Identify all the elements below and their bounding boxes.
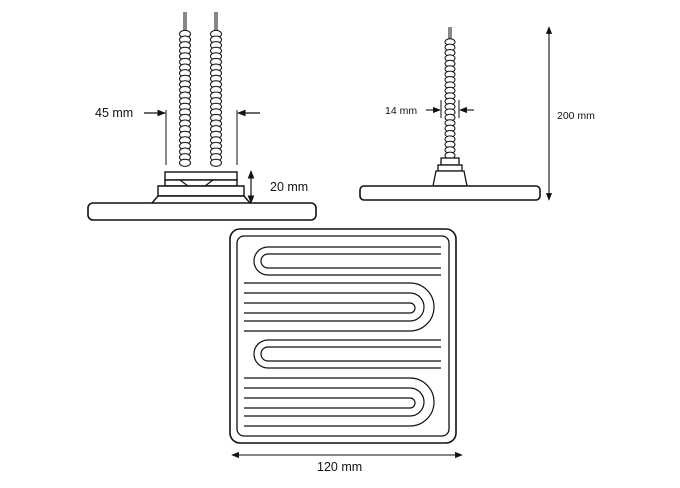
element-loop-mid	[244, 292, 425, 322]
front-right-lead-wire	[214, 12, 218, 30]
front-left-bead-insulator	[179, 29, 191, 167]
serpentine-heating-element	[244, 246, 441, 427]
lead-spacing-label: 45 mm	[95, 106, 133, 120]
base-height-label: 20 mm	[270, 180, 308, 194]
front-terminal-block	[151, 171, 251, 204]
side-heater-plate	[359, 185, 541, 201]
front-view: 45 mm 20 mm	[87, 12, 317, 221]
front-left-lead-wire	[183, 12, 187, 30]
element-loop-outer	[244, 282, 435, 332]
top-view: 120 mm	[229, 228, 463, 474]
plate-outline-inner	[236, 235, 450, 437]
total-length-dimension: 200 mm	[545, 26, 595, 201]
element-loop-outer	[253, 246, 441, 276]
plate-outline-outer	[229, 228, 457, 444]
total-length-label: 200 mm	[557, 110, 595, 122]
insulator-bead	[179, 158, 191, 167]
base-height-dimension: 20 mm	[247, 170, 308, 204]
lead-spacing-dimension: 45 mm	[95, 106, 260, 165]
side-view: 14 mm 200 mm	[359, 26, 595, 201]
element-loop-outer	[244, 377, 435, 427]
side-lead-wire	[448, 27, 452, 40]
side-bead-insulator	[444, 38, 456, 160]
element-loop-inner	[260, 346, 441, 362]
front-right-bead-insulator	[210, 29, 222, 167]
plate-width-dimension: 120 mm	[231, 451, 463, 474]
front-heater-plate	[87, 202, 317, 221]
element-loop-inner	[244, 302, 416, 314]
lead-diameter-label: 14 mm	[385, 105, 417, 117]
element-loop-inner	[260, 253, 441, 269]
insulator-bead	[210, 158, 222, 167]
element-loop-mid	[244, 387, 425, 417]
element-loop-outer	[253, 339, 441, 369]
plate-width-label: 120 mm	[317, 460, 362, 474]
side-terminal-block	[432, 157, 468, 187]
lead-diameter-dimension: 14 mm	[385, 100, 474, 118]
element-loop-inner	[244, 397, 416, 409]
